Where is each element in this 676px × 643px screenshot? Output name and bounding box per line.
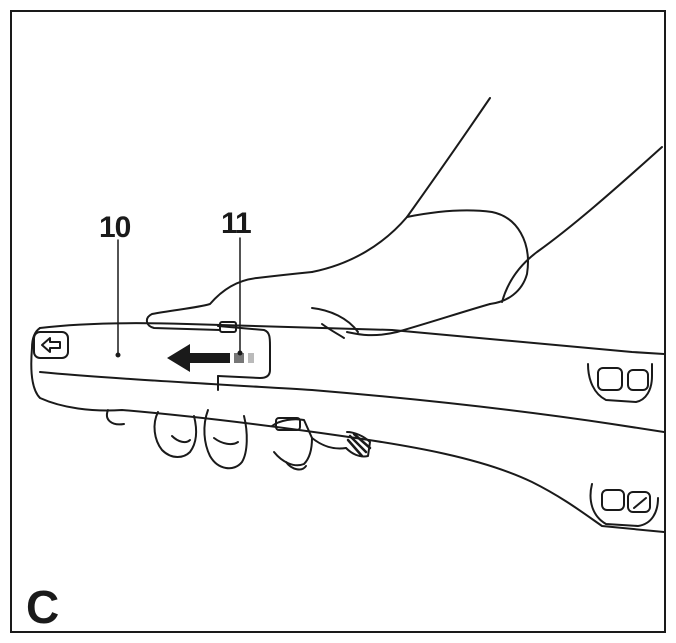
upper-arm-sleeve	[311, 97, 663, 305]
panel-letter: C	[26, 581, 60, 633]
handle-icon	[271, 417, 372, 471]
slide-latch	[217, 321, 271, 391]
device-illustration	[30, 97, 664, 533]
callout-11: 11	[221, 207, 252, 240]
figure-frame: 10 11 C	[10, 10, 666, 633]
device-housing	[30, 322, 664, 533]
side-vents	[587, 363, 659, 527]
hand-icon	[146, 271, 491, 339]
slide-arrow-icon	[167, 344, 254, 372]
callout-10: 10	[99, 211, 131, 244]
lower-fingers	[106, 409, 248, 470]
